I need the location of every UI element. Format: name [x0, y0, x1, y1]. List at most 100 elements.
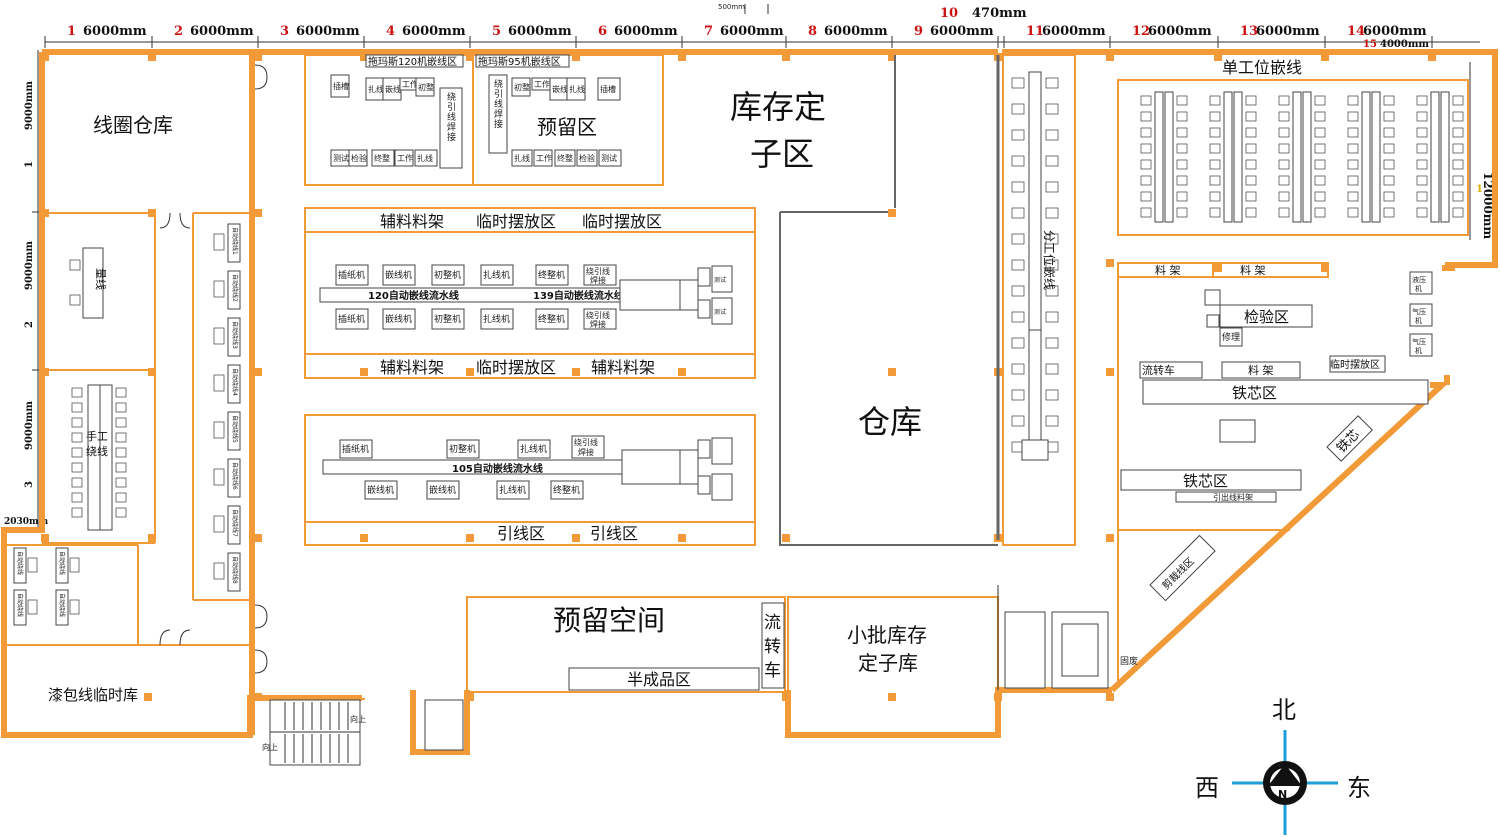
area-manual-winding-1: 手工	[86, 429, 108, 443]
column-37	[678, 534, 686, 542]
auto-winding-1: 自动绕线1	[231, 227, 239, 255]
tomas-machine-4: 初整	[418, 82, 434, 92]
aux-rack-2: 辅料料架	[380, 358, 444, 377]
dim-top-num-14: 14	[1347, 24, 1365, 39]
dim-top-num-4: 4	[386, 24, 395, 39]
compass-west: 西	[1195, 774, 1219, 802]
column-2	[254, 53, 262, 61]
dim-col10-num: 10	[940, 6, 958, 21]
dim-left-val-3: 9000mm	[24, 401, 35, 450]
lead-area-1: 引线区	[497, 524, 545, 543]
line1-weld-b-0: 焊接	[590, 275, 606, 285]
column-30	[1106, 368, 1114, 376]
tomas-machine-10-1: 引	[447, 102, 456, 113]
column-7	[782, 53, 790, 61]
tomas-machine-20: 检验	[579, 153, 595, 163]
dim-top-num-8: 8	[808, 24, 817, 39]
compass-north: 北	[1272, 696, 1296, 724]
dim-left-num-3: 3	[24, 481, 35, 488]
area-reserved: 预留区	[537, 115, 597, 139]
aux-rack-3: 辅料料架	[591, 358, 655, 377]
line-120-label: 120自动嵌线流水线	[368, 289, 459, 302]
auto-winding-sw-1: 自动绕线	[58, 551, 66, 575]
pneumatic-1b: 机	[1415, 316, 1422, 325]
area-reserved-space: 预留空间	[553, 604, 665, 637]
tomas-machine-9: 扎线	[417, 153, 433, 163]
column-5	[572, 53, 580, 61]
dim-top-val-8: 6000mm	[824, 24, 888, 39]
tomas-machine-8: 工作	[397, 153, 413, 163]
temp-area-2: 临时摆放区	[582, 212, 662, 231]
transfer-cart-v3: 车	[764, 661, 781, 681]
column-40	[1106, 534, 1114, 542]
hydraulic-2: 机	[1415, 284, 1422, 293]
dim-top-val-6: 6000mm	[614, 24, 678, 39]
rack-3: 料 架	[1248, 363, 1274, 377]
rack-2: 料 架	[1240, 263, 1266, 277]
dim-top-num-2: 2	[174, 24, 183, 39]
tomas-machine-17: 扎线	[514, 153, 530, 163]
tomas-machine-7: 终整	[374, 153, 390, 163]
area-split-station: 分工位嵌线	[1042, 230, 1057, 290]
structural-columns	[41, 53, 1436, 701]
dim-left-num-1: 1	[24, 161, 35, 168]
column-43	[888, 693, 896, 701]
tomas-area	[304, 54, 664, 186]
single-station	[1117, 79, 1469, 236]
dim-col10-val: 470mm	[972, 6, 1027, 21]
dim-top-val-4: 6000mm	[402, 24, 466, 39]
pneumatic-2: 气压	[1412, 337, 1426, 346]
column-47	[466, 693, 474, 701]
column-21	[41, 368, 49, 376]
auto-winding-4: 自动绕线4	[231, 368, 239, 396]
compass-east: 东	[1347, 774, 1371, 802]
tomas-machine-12: 初整	[514, 82, 530, 92]
outer-walls	[1, 49, 1498, 755]
dim-left-extra: 2030mm	[4, 517, 49, 527]
column-28	[888, 368, 896, 376]
west-rooms	[4, 212, 252, 646]
area-small-batch-1: 小批库存	[847, 623, 927, 647]
line1-machine-5: 插纸机	[338, 313, 365, 325]
column-1	[148, 53, 156, 61]
line2-machines: 插纸机初整机扎线机嵌线机嵌线机扎线机终整机绕引线焊接	[339, 435, 733, 501]
line2-machine-0: 插纸机	[342, 443, 369, 455]
area-small-batch-2: 定子库	[858, 651, 918, 675]
dim-top-val-12: 6000mm	[1148, 24, 1212, 39]
column-11	[1214, 53, 1222, 61]
line1-machine-1: 嵌线机	[385, 269, 412, 281]
lead-area-2: 引线区	[590, 524, 638, 543]
tomas-machine-14: 嵌线	[552, 84, 568, 94]
column-19	[1214, 264, 1222, 272]
line2-machine-2: 扎线机	[520, 443, 547, 455]
column-36	[572, 534, 580, 542]
line1-machine-2: 初整机	[434, 269, 461, 281]
auto-winding-3: 自动绕线3	[231, 321, 239, 349]
tomas-machine-11-4: 接	[494, 118, 503, 130]
tomas-machine-18: 工作	[536, 153, 552, 163]
tomas-machine-10-3: 焊	[447, 121, 456, 133]
dim-top-num-3: 3	[280, 24, 289, 39]
aux-rack-1: 辅料料架	[380, 212, 444, 231]
column-24	[360, 368, 368, 376]
pneumatic-1: 气压	[1412, 307, 1426, 316]
line2-weld-a: 绕引线	[574, 437, 598, 447]
pneumatic-2b: 机	[1415, 346, 1422, 355]
tomas-machine-13: 工作台	[534, 79, 558, 89]
split-station	[1002, 54, 1076, 546]
column-42	[782, 693, 790, 701]
line1-test-0: 测试	[714, 276, 726, 284]
cut-area-box: 剪裁线区	[1149, 534, 1216, 602]
dim-top-val-13: 6000mm	[1256, 24, 1320, 39]
area-repair: 修理	[1222, 331, 1240, 343]
line2-weld-b: 焊接	[578, 447, 594, 457]
tomas-machine-2: 嵌线	[385, 84, 401, 94]
temp-area-east: 临时摆放区	[1330, 358, 1380, 371]
column-20	[1321, 264, 1329, 272]
tomas-machine-11-3: 焊	[494, 108, 503, 120]
line1-machine-8: 扎线机	[483, 313, 510, 325]
dim-top-num-1: 1	[67, 24, 76, 39]
compass-n-marker: N	[1278, 788, 1287, 801]
line1-machine-6: 嵌线机	[385, 313, 412, 325]
